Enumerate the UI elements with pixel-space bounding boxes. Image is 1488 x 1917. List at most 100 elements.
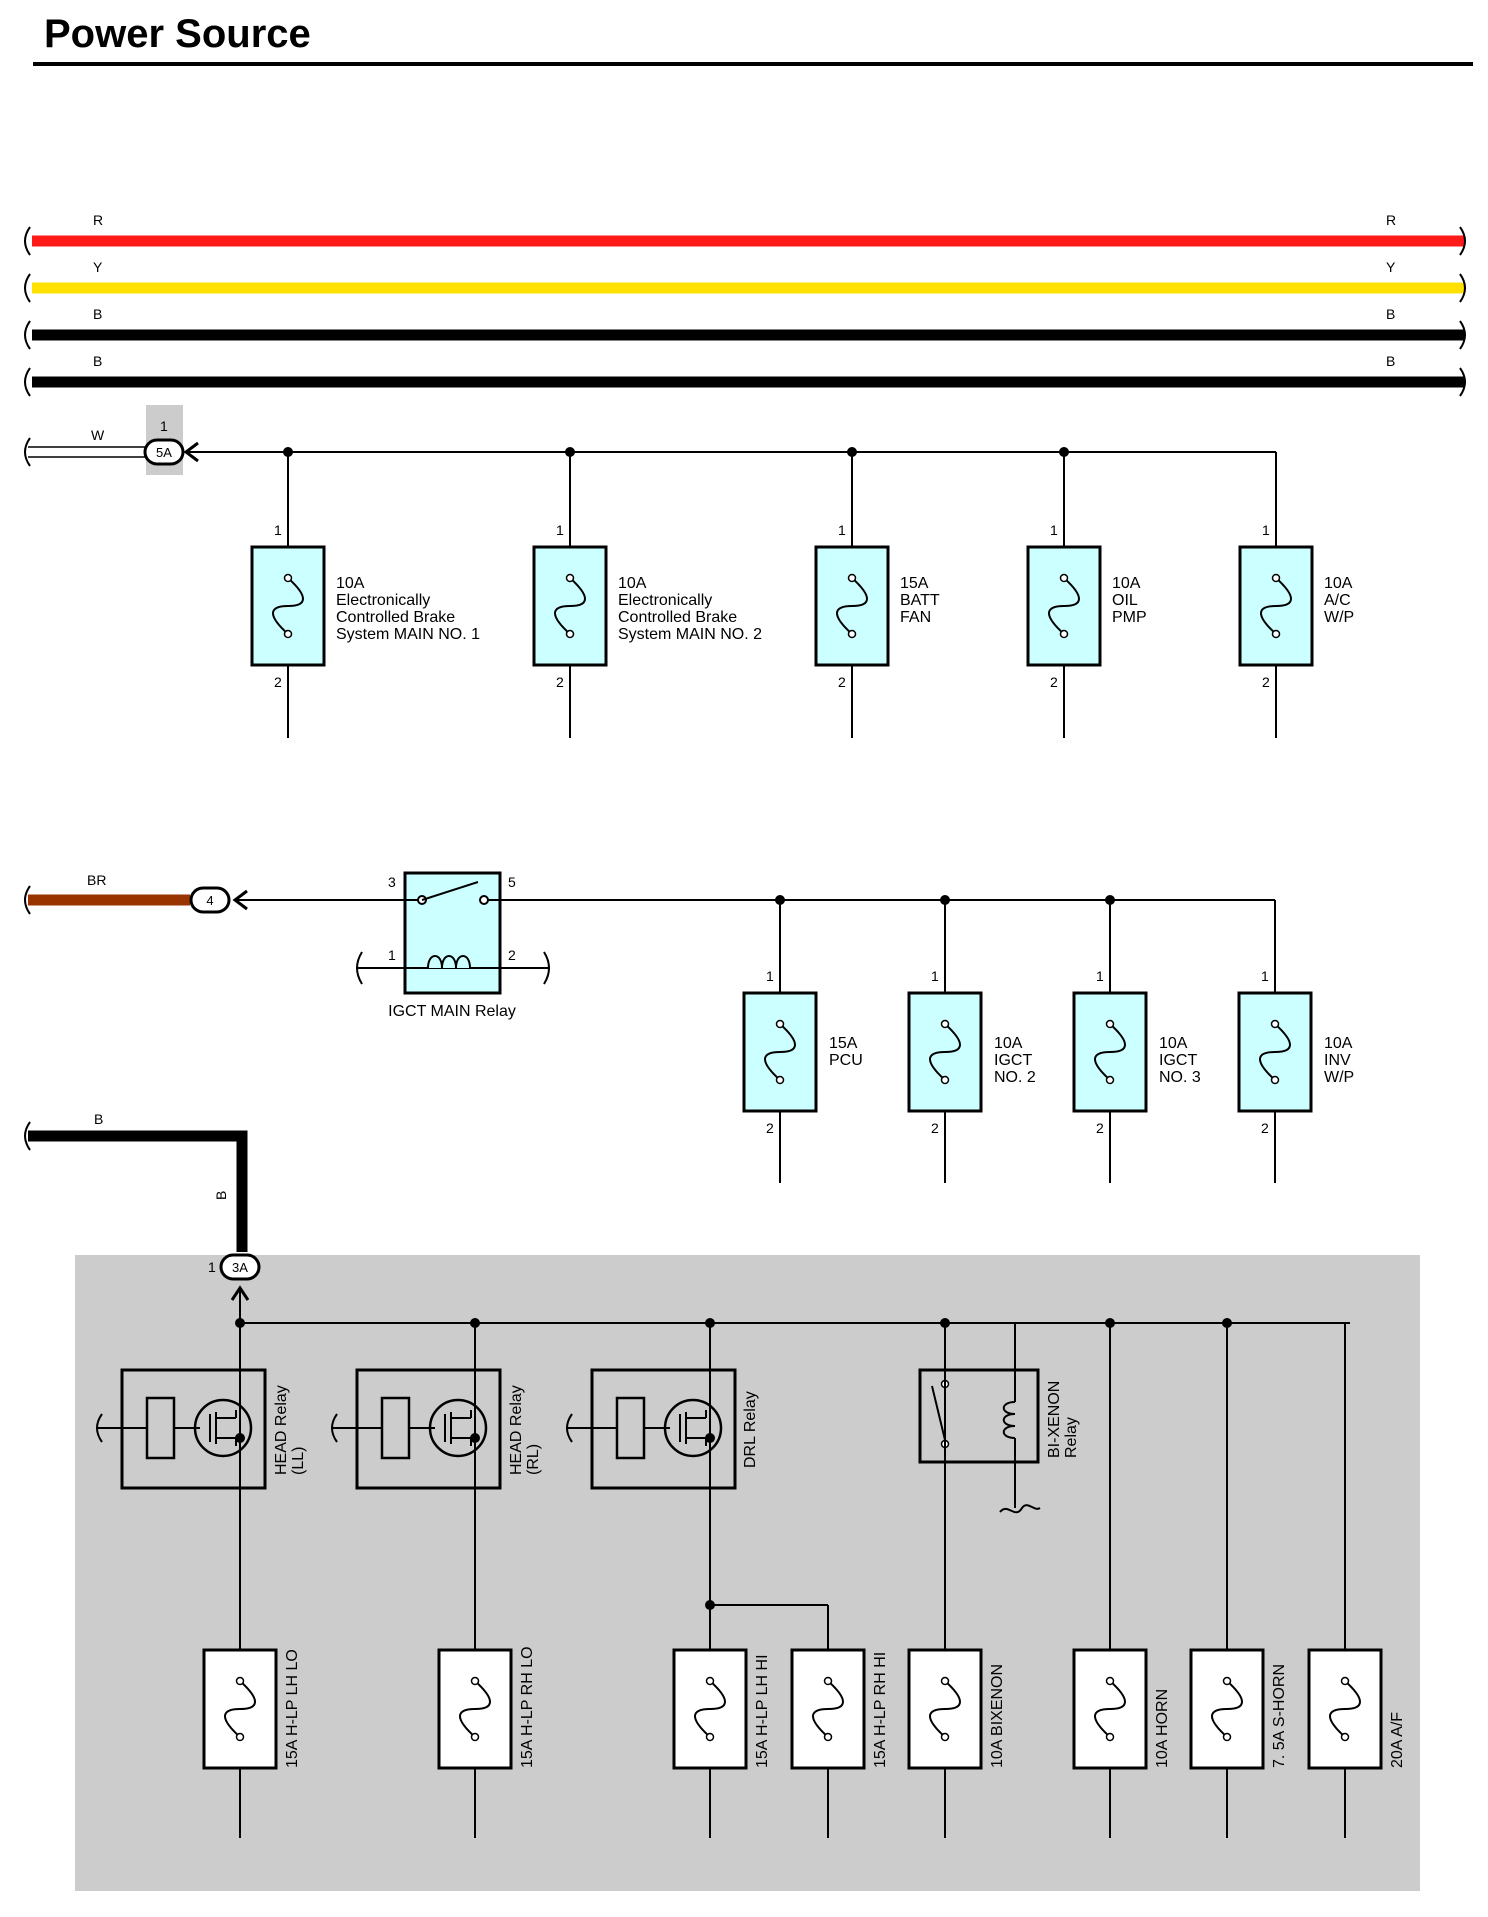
fuse-label: NO. 2 bbox=[994, 1069, 1036, 1086]
fuse-terminal bbox=[823, 1732, 833, 1742]
fuse-terminal bbox=[235, 1676, 245, 1686]
coil-wire-break bbox=[543, 951, 550, 985]
wire-break-mark bbox=[999, 1504, 1041, 1514]
fuse-terminal bbox=[1105, 1019, 1115, 1029]
fuse-pin-2: 2 bbox=[1261, 1120, 1269, 1136]
bus-wire-label-right: B bbox=[1386, 306, 1395, 322]
relay-label: HEAD Relay bbox=[273, 1385, 290, 1475]
fuse-terminal bbox=[1059, 573, 1069, 583]
fuse-terminal bbox=[775, 1019, 785, 1029]
fuse-label: OIL bbox=[1112, 592, 1138, 609]
fuse-pin-2: 2 bbox=[838, 674, 846, 690]
fuse-terminal bbox=[940, 1075, 950, 1085]
bus-wire-label-left: B bbox=[93, 306, 102, 322]
fuse-terminal bbox=[1222, 1732, 1232, 1742]
bus-wire-label-left: R bbox=[93, 212, 103, 228]
fuse-label: W/P bbox=[1324, 609, 1354, 626]
fuse-label: Controlled Brake bbox=[336, 609, 455, 626]
engine-room-block-panel bbox=[75, 1255, 1420, 1891]
fuse-pin-1: 1 bbox=[1261, 968, 1269, 984]
bus-wire-label-left: Y bbox=[93, 259, 103, 275]
fuse-terminal bbox=[823, 1676, 833, 1686]
fuse-element bbox=[1259, 1023, 1291, 1081]
fuse-element bbox=[694, 1680, 726, 1738]
fuse-element bbox=[1260, 577, 1292, 635]
fuse-label: INV bbox=[1324, 1052, 1351, 1069]
fuse-element bbox=[272, 577, 304, 635]
fuse-label: A/C bbox=[1324, 592, 1351, 609]
connector-5a-label: 5A bbox=[156, 445, 172, 460]
fuse-label: PCU bbox=[829, 1052, 863, 1069]
fuse-label: BATT bbox=[900, 592, 940, 609]
fuse-terminal bbox=[940, 1676, 950, 1686]
fuse-element bbox=[459, 1680, 491, 1738]
bi-xenon-switch-arm bbox=[931, 1385, 946, 1441]
fuse-terminal bbox=[1105, 1732, 1115, 1742]
fuse-pin-1: 1 bbox=[766, 968, 774, 984]
bus-wire-left-break bbox=[24, 320, 31, 350]
fuse-label: W/P bbox=[1324, 1069, 1354, 1086]
fuse-pin-2: 2 bbox=[1096, 1120, 1104, 1136]
fuse-pin-1: 1 bbox=[274, 522, 282, 538]
br-wire-break bbox=[24, 885, 31, 915]
wire-label-b-vertical: B bbox=[213, 1191, 229, 1200]
connector-3a-pin: 1 bbox=[208, 1259, 216, 1275]
fuse-element bbox=[929, 1680, 961, 1738]
fuse-label: 15A H-LP RH HI bbox=[872, 1652, 889, 1768]
connector-5a bbox=[143, 438, 185, 466]
fuse-terminal bbox=[940, 1732, 950, 1742]
fuse-terminal bbox=[1340, 1676, 1350, 1686]
fuse-pin-2: 2 bbox=[556, 674, 564, 690]
fuse-terminal bbox=[775, 1075, 785, 1085]
relay-label: (RL) bbox=[525, 1444, 542, 1475]
bus-wire-left-break bbox=[24, 367, 31, 397]
bi-xenon-coil bbox=[1002, 1401, 1016, 1439]
fuse-label: 7. 5A S-HORN bbox=[1271, 1664, 1288, 1768]
fuse-label: Controlled Brake bbox=[618, 609, 737, 626]
fuse-terminal bbox=[235, 1732, 245, 1742]
fuse-pin-1: 1 bbox=[1096, 968, 1104, 984]
control-wire-break bbox=[566, 1413, 573, 1443]
bus-wire-right-break bbox=[1459, 320, 1466, 350]
fuse-label: 15A H-LP LH LO bbox=[284, 1649, 301, 1768]
fuse-terminal bbox=[470, 1732, 480, 1742]
bus-wire-left-break bbox=[24, 273, 31, 303]
fuse-label: Electronically bbox=[618, 592, 712, 609]
fuse-label: System MAIN NO. 2 bbox=[618, 626, 762, 643]
fuse-terminal bbox=[940, 1019, 950, 1029]
bus-wire-label-right: B bbox=[1386, 353, 1395, 369]
fuse-terminal bbox=[847, 573, 857, 583]
fuse-element bbox=[224, 1680, 256, 1738]
fuse-label: 10A bbox=[1324, 1035, 1353, 1052]
fuse-element bbox=[812, 1680, 844, 1738]
fuse-label: PMP bbox=[1112, 609, 1147, 626]
fuse-pin-2: 2 bbox=[274, 674, 282, 690]
control-wire-break bbox=[96, 1413, 103, 1443]
fuse-pin-1: 1 bbox=[931, 968, 939, 984]
fuse-label: 10A HORN bbox=[1154, 1689, 1171, 1768]
bus-wire-left-break bbox=[24, 226, 31, 256]
fuse-terminal bbox=[283, 573, 293, 583]
fuse-label: System MAIN NO. 1 bbox=[336, 626, 480, 643]
fuse-terminal bbox=[283, 629, 293, 639]
fuse-terminal bbox=[1105, 1676, 1115, 1686]
relay-label: DRL Relay bbox=[742, 1391, 759, 1468]
drl-relay-mosfet-icon bbox=[663, 1398, 723, 1458]
wire-label-w: W bbox=[91, 427, 105, 443]
fuse-label: 15A bbox=[900, 575, 929, 592]
w-wire-break bbox=[24, 437, 31, 467]
fuse-pin-2: 2 bbox=[1050, 674, 1058, 690]
bus-wire-right-break bbox=[1459, 273, 1466, 303]
fuse-terminal bbox=[705, 1676, 715, 1686]
control-wire-break bbox=[331, 1413, 338, 1443]
fuse-terminal bbox=[565, 629, 575, 639]
fuse-label: 10A BIXENON bbox=[989, 1664, 1006, 1768]
connector-4 bbox=[189, 886, 231, 914]
title-rule bbox=[33, 62, 1473, 66]
fuse-terminal bbox=[847, 629, 857, 639]
relay-pin-5: 5 bbox=[508, 874, 516, 890]
relay-label: BI-XENON bbox=[1046, 1381, 1063, 1458]
fuse-element bbox=[1329, 1680, 1361, 1738]
fuse-element bbox=[1048, 577, 1080, 635]
